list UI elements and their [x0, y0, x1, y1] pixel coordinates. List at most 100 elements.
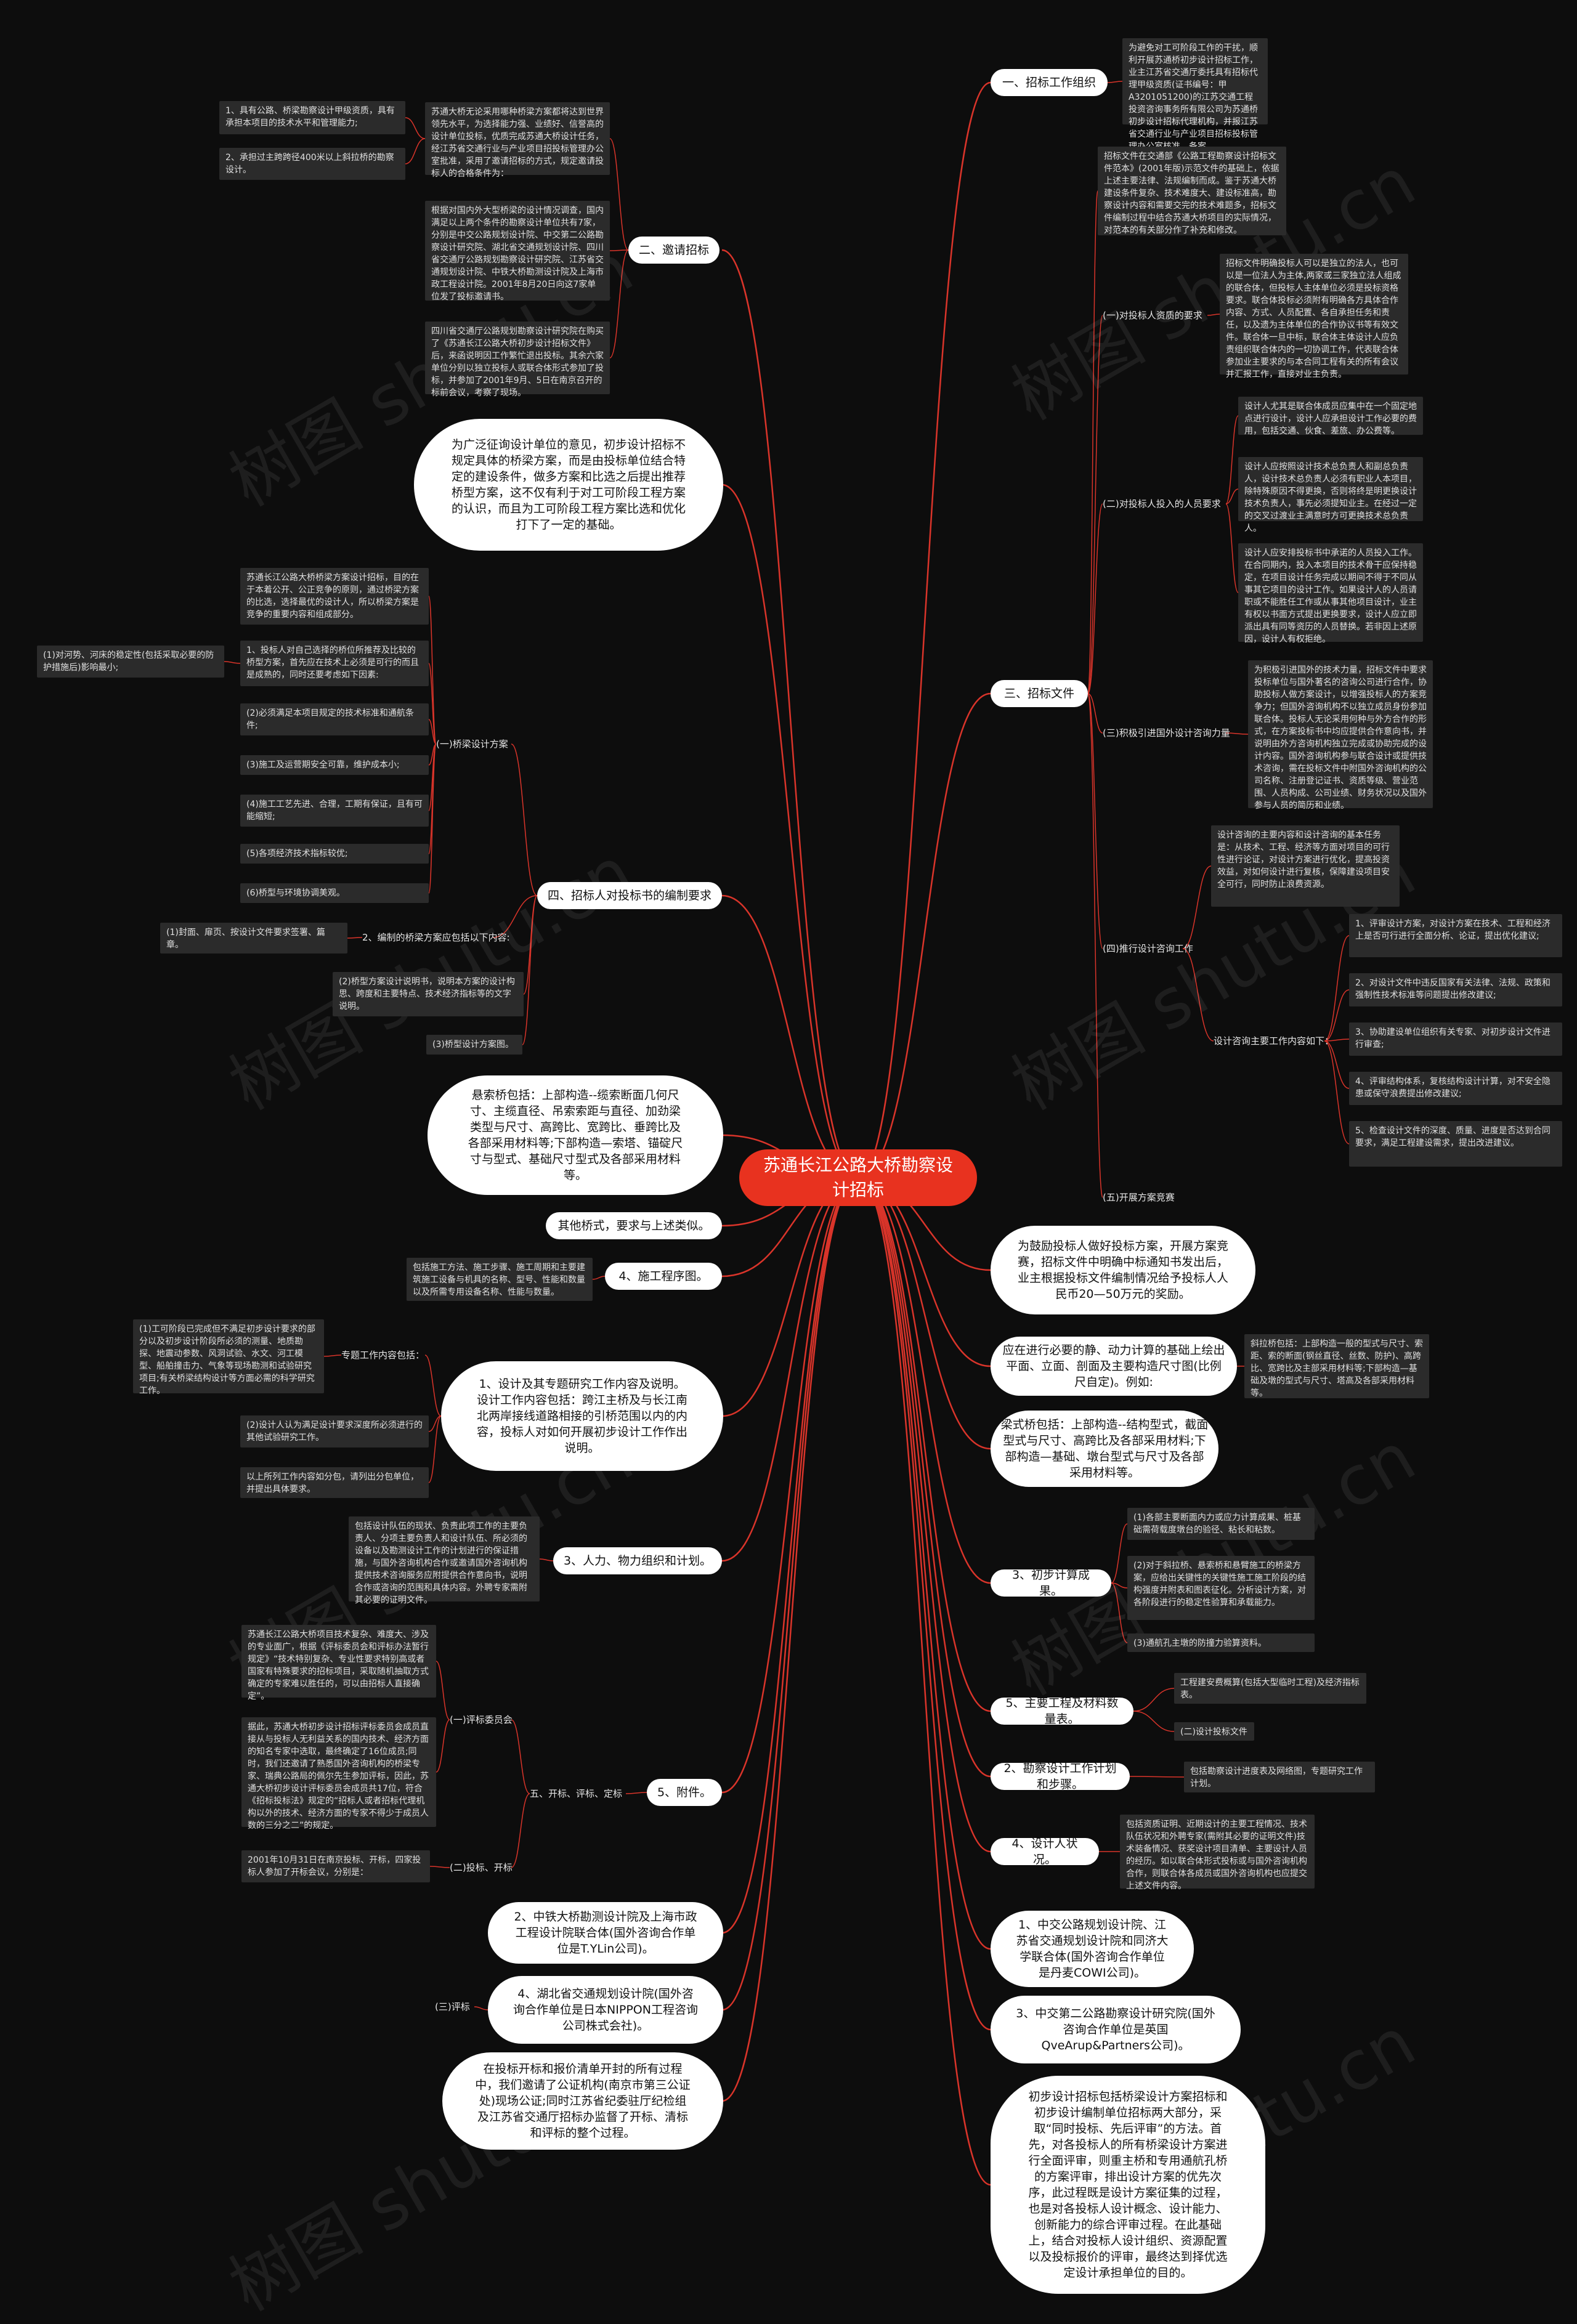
note-l8: 包括设计队伍的现状、负责此项工作的主要负责人、分项主要负责人和设计队伍、所必须的…: [349, 1516, 540, 1605]
connector-line: [857, 692, 991, 1179]
r3-c4-sub: 设计咨询主要工作内容如下：: [1214, 1035, 1334, 1047]
connector-line: [428, 1415, 442, 1432]
connector-line: [405, 138, 426, 164]
connector-line: [405, 117, 426, 139]
note-r3-c4-item: 5、检查设计文件的深度、质量、进度是否达到合同要求，满足工程建设需求，提出改进建…: [1349, 1121, 1562, 1167]
connector-line: [609, 249, 629, 358]
connector-line: [721, 484, 859, 1179]
note-l6: 包括施工方法、施工步骤、施工周期和主要建筑施工设备与机具的名称、型号、性能和数量…: [407, 1258, 593, 1301]
note-l9-c1-1: 苏通长江公路大桥项目技术复杂、难度大、涉及的专业面广，根据《评标委员会和评标办法…: [241, 1625, 436, 1701]
topic-l2[interactable]: 二、邀请招标: [628, 237, 720, 264]
connector-line: [1225, 488, 1239, 504]
topic-l6[interactable]: 4、施工程序图。: [605, 1263, 722, 1290]
note-l2-1: 苏通大桥无论采用哪种桥梁方案都将达到世界领先水平，为选择能力强、业绩好、信誉高的…: [425, 102, 610, 179]
connector-line: [1111, 1523, 1128, 1584]
connector-line: [857, 1176, 991, 1778]
topic-l8[interactable]: 3、人力、物力组织和计划。: [553, 1547, 722, 1574]
connector-line: [428, 1415, 442, 1483]
connector-line: [323, 1354, 342, 1357]
topic-r10[interactable]: 2、勘察设计工作计划和步骤。: [991, 1762, 1130, 1791]
note-l9-c1-2: 据此，苏通大桥初步设计招标评标委员会成员直接从与投标人无利益关系的国内技术、经济…: [241, 1717, 436, 1831]
connector-line: [1087, 190, 1098, 694]
topic-r11[interactable]: 4、设计人状况。: [991, 1837, 1099, 1866]
r3-c5: (五)开展方案竞赛: [1103, 1192, 1175, 1203]
r3-c4: (四)推行设计咨询工作: [1103, 943, 1193, 954]
connector-line: [1225, 415, 1239, 504]
note-l4-c2-2: (2)桥型方案设计说明书，说明本方案的设计构思、跨度和主要特点、技术经济指标等的…: [333, 972, 524, 1016]
connector-line: [428, 596, 437, 745]
note-r3-c4-item: 1、评审设计方案，对设计方案在技术、工程和经济上是否可行进行全面分析、论证，提出…: [1349, 914, 1562, 957]
topic-l5[interactable]: 其他桥式，要求与上述类似。: [546, 1212, 722, 1239]
connector-line: [1129, 1776, 1185, 1778]
connector-line: [347, 937, 363, 939]
note-l2-3: 四川省交通厅公路规划勘察设计研究院在购买了《苏通长江公路大桥初步设计招标文件》后…: [425, 322, 610, 398]
bubble-r5[interactable]: 为鼓励投标人做好投标方案，开展方案竞赛，招标文件中明确中标通知书发出后，业主根据…: [991, 1226, 1255, 1314]
connector-line: [511, 1793, 530, 1868]
connector-line: [424, 1354, 442, 1417]
note-l4-c1-item: (4)施工工艺先进、合理，工期有保证，且有可能缩短;: [240, 795, 429, 827]
note-r8-item: (2)对于斜拉桥、悬索桥和悬臂施工的桥梁方案，应给出关键性的关键性施工施工阶段的…: [1127, 1556, 1315, 1620]
l9-c3: (三)评标: [435, 2001, 470, 2012]
note-l4-c1-item: (2)必须满足本项目规定的技术标准和通航条件;: [240, 703, 429, 735]
bubble-l6[interactable]: 在投标开标和报价清单开封的所有过程中，我们邀请了公证机构(南京市第三公证处)现场…: [442, 2052, 723, 2150]
r3-c2: (二)对投标人投入的人员要求: [1103, 498, 1221, 509]
r3-c1: (一)对投标人资质的要求: [1103, 310, 1202, 321]
note-r8-item: (3)通航孔主墩的防撞力验算资料。: [1127, 1634, 1315, 1652]
note-l2-2: 根据对国内外大型桥梁的设计情况调查，国内满足以上两个条件的勘察设计单位共有7家，…: [425, 201, 610, 302]
connector-line: [224, 661, 241, 664]
note-l4-c2-3: (3)桥型设计方案图。: [426, 1035, 522, 1055]
topic-r9[interactable]: 5、主要工程及材料数量表。: [991, 1696, 1133, 1726]
connector-line: [492, 895, 538, 938]
connector-line: [1182, 948, 1214, 1042]
connector-line: [721, 1176, 859, 1934]
connector-line: [539, 1558, 554, 1561]
note-l7-3: 以上所列工作内容如分包，请列出分包单位，并提出具体要求。: [240, 1467, 429, 1498]
connector-line: [1182, 865, 1212, 949]
bubble-l4[interactable]: 2、中铁大桥勘测设计院及上海市政工程设计院联合体(国外咨询合作单位是T.YLin…: [488, 1902, 723, 1964]
note-r6: 斜拉桥包括：上部构造一般的型式与尺寸、索距、索的断面(钢丝直径、丝数、防护)、高…: [1244, 1334, 1429, 1398]
bubble-l2[interactable]: 悬索桥包括：上部构造--缆索断面几何尺寸、主缆直径、吊索索距与直径、加劲梁类型与…: [428, 1075, 723, 1195]
bubble-l3[interactable]: 1、设计及其专题研究工作内容及说明。 设计工作内容包括：跨江主桥及与长江南北两岸…: [441, 1361, 723, 1471]
connector-line: [857, 1176, 991, 1950]
bubble-r12[interactable]: 1、中交公路规划设计院、江苏省交通规划设计院和同济大学联合体(国外咨询合作单位是…: [991, 1911, 1194, 1987]
topic-l4[interactable]: 四、招标人对投标书的编制要求: [537, 882, 722, 909]
connector-line: [625, 1792, 647, 1794]
connector-line: [1107, 81, 1123, 83]
note-r3-intro: 招标文件在交通部《公路工程勘察设计招标文件范本》(2001年版)示范文件的基础上…: [1098, 147, 1286, 235]
note-r3-c4: 设计咨询的主要内容和设计咨询的基本任务是：从技术、工程、经济等方面对项目的可行性…: [1211, 825, 1400, 907]
note-r3-c4-item: 4、评审结构体系，复核结构设计计算，对不安全隐患或保守浪费提出修改建议;: [1349, 1072, 1562, 1105]
l9-sub: 五、开标、评标、定标: [530, 1788, 623, 1799]
l7-sub: 专题工作内容包括：: [341, 1350, 425, 1361]
note-r1: 为避免对工可阶段工作的干扰，顺利开展苏通桥初步设计招标工作，业主江苏省交通厅委托…: [1122, 38, 1268, 152]
topic-r6[interactable]: 应在进行必要的静、动力计算的基础上绘出平面、立面、剖面及主要构造尺寸图(比例尺自…: [991, 1337, 1237, 1396]
root-topic[interactable]: 苏通长江公路大桥勘察设计招标: [739, 1149, 977, 1206]
note-l4-c1-item: (5)各项经济技术指标较优;: [240, 844, 429, 864]
connector-line: [721, 1176, 859, 1562]
connector-line: [1225, 732, 1249, 735]
connector-line: [1324, 935, 1350, 1042]
topic-l9[interactable]: 5、附件。: [647, 1779, 722, 1806]
connector-line: [511, 1719, 530, 1794]
connector-line: [1087, 503, 1103, 694]
connector-line: [1133, 1688, 1175, 1712]
bubble-l1[interactable]: 为广泛征询设计单位的意见，初步设计招标不规定具体的桥梁方案，而是由投标单位结合特…: [414, 419, 723, 551]
connector-line: [857, 1176, 991, 1450]
connector-line: [857, 1176, 991, 2186]
connector-line: [721, 894, 859, 1179]
connector-line: [1133, 1711, 1175, 1732]
connector-line: [1324, 1039, 1350, 1042]
note-l9-c2: 2001年10月31日在南京投标、开标，四家投标人参加了开标会议，分别是：: [241, 1850, 430, 1882]
connector-line: [857, 1176, 991, 2031]
topic-r3[interactable]: 三、招标文件: [991, 680, 1088, 707]
bubble-l5[interactable]: 4、湖北省交通规划设计院(国外咨询合作单位是日本NIPPON工程咨询公司株式会社…: [488, 1976, 723, 2044]
note-l4-c1-intro: 苏通长江公路大桥桥梁方案设计招标，目的在于本着公开、公正竞争的原则，通过桥梁方案…: [240, 568, 429, 625]
topic-r7[interactable]: 梁式桥包括：上部构造--结构型式，截面型式与尺寸、高跨比及各部采用材料;下部构造…: [991, 1411, 1218, 1487]
topic-r8[interactable]: 3、初步计算成果。: [991, 1568, 1111, 1598]
l9-c2: (二)投标、开标: [450, 1862, 513, 1873]
note-l2-1-item: 1、具有公路、桥梁勘察设计甲级资质，具有承担本项目的技术水平和管理能力;: [219, 101, 405, 134]
bubble-r13[interactable]: 3、中交第二公路勘察设计研究院(国外咨询合作单位是英国QveArup&Partn…: [991, 1996, 1241, 2063]
connector-line: [1324, 989, 1350, 1042]
topic-r1[interactable]: 一、招标工作组织: [991, 69, 1108, 96]
bubble-r14[interactable]: 初步设计招标包括桥梁设计方案招标和初步设计编制单位招标两大部分，采取“同时投标、…: [991, 2076, 1265, 2294]
